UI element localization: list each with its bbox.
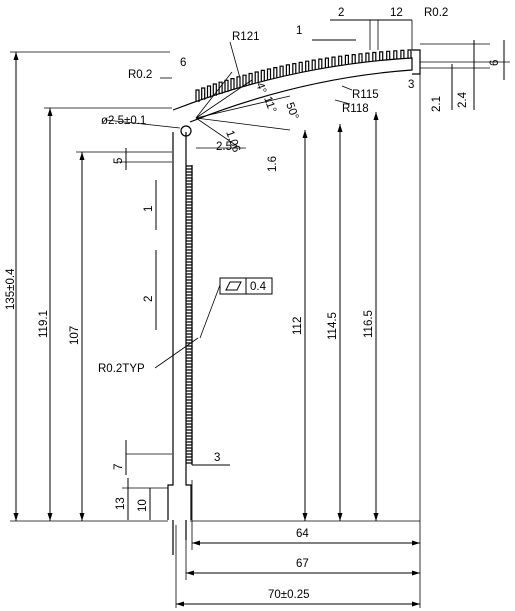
label-angle-11: 11° bbox=[261, 95, 278, 115]
top-curved-plate bbox=[172, 57, 413, 123]
right-tip bbox=[412, 49, 421, 75]
label-r-typ: R0.2TYP bbox=[98, 363, 145, 375]
label-1-6: 1.6 bbox=[267, 156, 279, 172]
label-2: 2 bbox=[143, 296, 155, 302]
arrowhead-icon bbox=[412, 570, 420, 576]
bottom-stub bbox=[172, 520, 187, 555]
arrowhead-icon bbox=[176, 601, 184, 607]
label-13: 13 bbox=[115, 497, 127, 510]
arrowhead-icon bbox=[373, 112, 379, 120]
arrowhead-icon bbox=[337, 124, 343, 132]
label-r02-left: R0.2 bbox=[128, 69, 152, 81]
arrowhead-icon bbox=[186, 570, 194, 576]
label-r118: R118 bbox=[342, 103, 369, 115]
arrowhead-icon bbox=[13, 513, 19, 521]
left-fins bbox=[186, 165, 193, 464]
label-64: 64 bbox=[296, 528, 309, 540]
arrowhead-icon bbox=[373, 513, 379, 521]
label-114: 114.5 bbox=[327, 312, 339, 340]
arrowhead-icon bbox=[302, 130, 308, 138]
arrowhead-icon bbox=[79, 513, 85, 521]
arrowhead-icon bbox=[412, 601, 420, 607]
label-67: 67 bbox=[296, 558, 309, 570]
label-70: 70±0.25 bbox=[268, 589, 310, 601]
arrowhead-icon bbox=[79, 152, 85, 160]
label-116: 116.5 bbox=[363, 310, 375, 338]
label-6-right: 6 bbox=[489, 60, 501, 66]
dimension-labels: 135±0.4 119.1 107 112 114.5 116.5 64 67 … bbox=[5, 7, 501, 601]
label-107: 107 bbox=[69, 326, 81, 345]
label-2-1: 2.1 bbox=[431, 96, 443, 112]
heatsink-profile bbox=[167, 49, 421, 555]
label-angle-50: 50° bbox=[283, 101, 300, 121]
mounting-hole bbox=[180, 125, 192, 137]
arrowhead-icon bbox=[412, 540, 420, 546]
label-3-top: 3 bbox=[408, 79, 414, 91]
arrowhead-icon bbox=[47, 108, 53, 116]
arrowheads bbox=[13, 52, 420, 607]
label-7: 7 bbox=[113, 464, 125, 470]
arrowhead-icon bbox=[47, 513, 53, 521]
label-pitch-2: 2 bbox=[338, 7, 344, 19]
label-2-4: 2.4 bbox=[457, 91, 469, 108]
flatness-symbol-icon bbox=[225, 281, 242, 291]
arrowhead-icon bbox=[337, 513, 343, 521]
label-5: 5 bbox=[113, 158, 125, 164]
label-r02-top: R0.2 bbox=[424, 7, 448, 19]
label-fin-6: 6 bbox=[180, 57, 186, 69]
arrowhead-icon bbox=[302, 513, 308, 521]
arrowhead-icon bbox=[192, 540, 200, 546]
label-fin-1: 1 bbox=[296, 25, 302, 37]
label-1: 1 bbox=[143, 206, 155, 212]
label-112: 112 bbox=[292, 317, 304, 335]
label-hole: ø2.5±0.1 bbox=[101, 115, 146, 127]
label-r121: R121 bbox=[232, 31, 260, 43]
arrowhead-icon bbox=[13, 52, 19, 60]
label-gap-12: 12 bbox=[390, 7, 403, 19]
top-fins bbox=[195, 49, 412, 102]
base-plate-outline bbox=[167, 132, 192, 520]
label-flatness-value: 0.4 bbox=[250, 281, 267, 293]
label-2-5: 2.5 bbox=[216, 141, 232, 153]
label-3: 3 bbox=[214, 452, 220, 464]
label-r115: R115 bbox=[352, 89, 379, 101]
label-angle-4: 4° bbox=[253, 81, 268, 95]
label-10: 10 bbox=[137, 499, 149, 512]
flatness-callout bbox=[219, 277, 273, 295]
dimension-lines bbox=[10, 19, 510, 608]
label-total-height: 135±0.4 bbox=[5, 268, 17, 310]
label-119: 119.1 bbox=[38, 310, 50, 338]
